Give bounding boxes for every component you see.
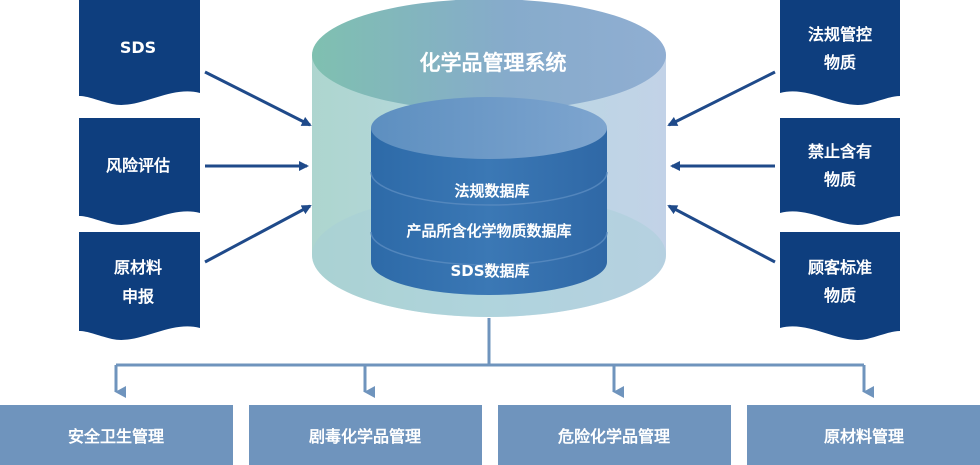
output-label: 原材料管理 [824, 427, 904, 446]
database-label: 产品所含化学物质数据库 [406, 222, 571, 240]
arrow-icon [204, 204, 312, 264]
system-title: 化学品管理系统 [420, 51, 567, 75]
output-box: 原材料管理 [747, 405, 980, 465]
doc-label: 物质 [824, 53, 856, 72]
database-label: SDS数据库 [450, 262, 529, 280]
document-shape [79, 232, 200, 340]
document-shape [79, 118, 200, 225]
database-stack-top [371, 97, 607, 159]
database-stack: 法规数据库 产品所含化学物质数据库 SDS数据库 [370, 97, 608, 295]
doc-label: 法规管控 [808, 25, 872, 44]
arrow-icon [667, 70, 776, 127]
document-shape [780, 0, 900, 105]
arrow-icon [204, 70, 312, 127]
doc-label: 顾客标准 [808, 258, 872, 277]
doc-label: SDS [120, 38, 156, 57]
output-label: 安全卫生管理 [68, 427, 164, 446]
doc-label: 物质 [824, 170, 856, 189]
database-stack-body [371, 128, 607, 295]
document-shape [780, 232, 900, 340]
right-input-doc: 顾客标准 物质 [780, 232, 900, 340]
database-divider [370, 231, 608, 266]
right-input-doc: 法规管控 物质 [780, 0, 900, 105]
doc-label: 风险评估 [106, 156, 170, 175]
doc-label: 禁止含有 [808, 142, 872, 161]
left-input-doc: SDS [79, 0, 200, 105]
database-label: 法规数据库 [454, 182, 529, 200]
output-box: 危险化学品管理 [498, 405, 731, 465]
left-input-doc: 原材料 申报 [79, 232, 200, 340]
output-box-bg [498, 405, 731, 465]
output-box-bg [0, 405, 233, 465]
document-shape [79, 0, 200, 105]
output-box-bg [249, 405, 482, 465]
output-label: 剧毒化学品管理 [309, 427, 421, 446]
database-divider [370, 171, 608, 206]
doc-label: 申报 [122, 287, 154, 306]
output-box: 安全卫生管理 [0, 405, 233, 465]
right-input-doc: 禁止含有 物质 [780, 118, 900, 225]
system-cylinder-top [312, 0, 666, 111]
arrow-icon [667, 204, 776, 264]
output-box-bg [747, 405, 980, 465]
output-box: 剧毒化学品管理 [249, 405, 482, 465]
left-input-doc: 风险评估 [79, 118, 200, 225]
input-arrows [204, 70, 776, 264]
document-shape [780, 118, 900, 225]
output-label: 危险化学品管理 [558, 427, 670, 446]
doc-label: 原材料 [114, 258, 162, 277]
output-connector [114, 318, 874, 398]
doc-label: 物质 [824, 286, 856, 305]
